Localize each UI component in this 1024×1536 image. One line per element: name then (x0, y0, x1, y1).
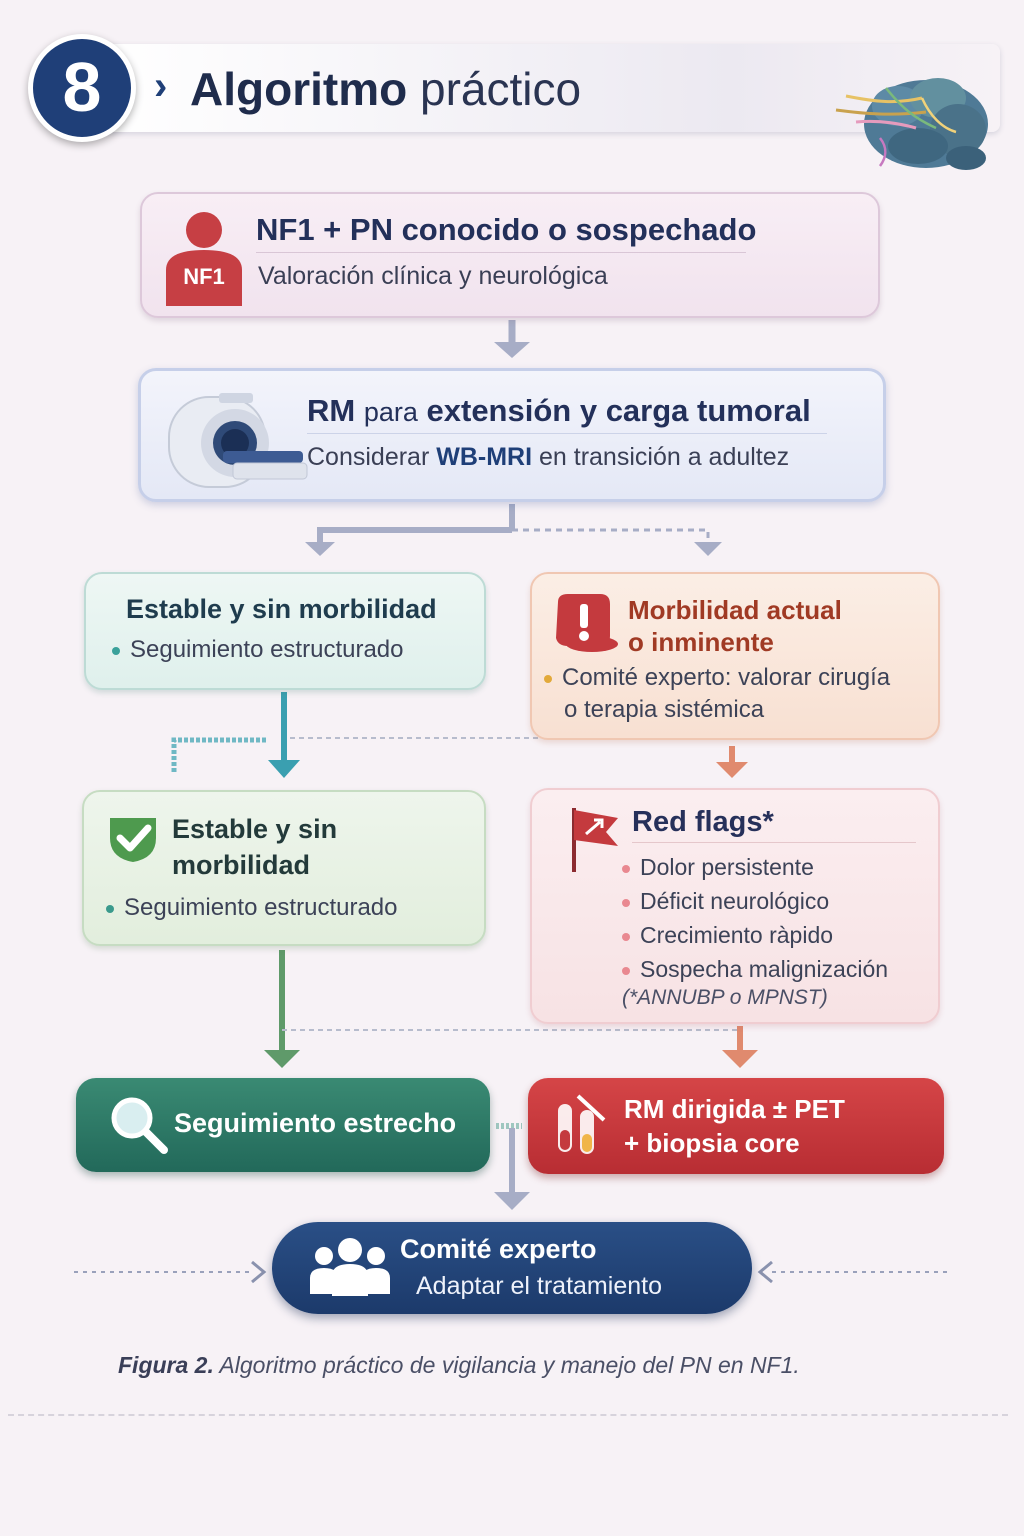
rm-title-light: para (363, 397, 418, 427)
stable2-bullet-text: Seguimiento estructurado (124, 894, 398, 921)
node-nf1-suspected: NF1 NF1 + PN conocido o sospechado Valor… (140, 192, 880, 318)
redflag-item-text: Sospecha malignización (640, 956, 889, 982)
redflag-item-text: Déficit neurológico (640, 888, 830, 914)
rm-subtitle-1: Considerar (307, 443, 430, 471)
caption-label: Figura 2. (118, 1352, 214, 1378)
alert-icon (556, 594, 618, 652)
team-icon (310, 1238, 390, 1296)
redflag-item: Déficit neurológico (622, 888, 829, 915)
bullet-dot (544, 674, 552, 683)
mri-scanner-icon (168, 393, 308, 488)
rm-title: RM para extensión y carga tumoral (307, 393, 811, 429)
node-stable-no-morbidity-2: Estable y sin morbilidad Seguimiento est… (82, 790, 486, 946)
section-number-badge: 8 (28, 34, 136, 142)
close-followup-title: Seguimiento estrecho (174, 1108, 457, 1138)
header-bar (100, 44, 1000, 132)
redflags-footnote: (*ANNUBP o MPNST) (622, 986, 828, 1009)
targeted-rm-line1: RM dirigida ± PET (624, 1094, 845, 1124)
node-close-followup: Seguimiento estrecho (76, 1078, 490, 1172)
rm-title-bold-2: extensión y carga tumoral (426, 393, 811, 428)
morbidity-bullet-line2: o terapia sistémica (564, 696, 765, 723)
morbidity-bullet-line1: Comité experto: valorar cirugía (562, 664, 891, 691)
bullet-dot (622, 966, 630, 975)
arrow-morbidity-redflags (716, 762, 748, 778)
person-nf1-icon (166, 212, 242, 306)
nf1-badge-label: NF1 (183, 264, 225, 289)
redflag-item-text: Dolor persistente (640, 854, 814, 880)
checkmark-shield-icon (110, 818, 156, 862)
figure-caption: Figura 2. Algoritmo práctico de vigilanc… (118, 1352, 800, 1379)
chevron-right-icon: › (154, 64, 168, 108)
redflags-title: Red flags* (632, 806, 774, 838)
morbidity-bullet: Comité experto: valorar cirugía (544, 664, 890, 692)
redflag-item: Dolor persistente (622, 854, 814, 881)
node-current-morbidity: Morbilidad actual o inminente Comité exp… (530, 572, 940, 740)
redflag-item: Crecimiento ràpido (622, 922, 833, 949)
node-stable-no-morbidity: Estable y sin morbilidad Seguimiento est… (84, 572, 486, 690)
title-bold: Algoritmo (190, 63, 408, 115)
rm-subtitle-wbmri: WB-MRI (436, 443, 533, 471)
stable2-bullet: Seguimiento estructurado (106, 894, 398, 922)
committee-title: Comité experto (400, 1234, 597, 1264)
stable1-bullet: Seguimiento estructurado (112, 636, 404, 664)
nf1-subtitle: Valoración clínica y neurológica (258, 262, 608, 290)
redflag-item: Sospecha malignización (622, 956, 888, 983)
stable1-bullet-text: Seguimiento estructurado (130, 636, 404, 663)
title-light: práctico (419, 63, 582, 115)
committee-subtitle: Adaptar el tratamiento (416, 1272, 662, 1300)
bullet-dot (622, 932, 630, 941)
node-targeted-rm-pet: RM dirigida ± PET + biopsia core (528, 1078, 944, 1174)
page-title: Algoritmo práctico (190, 62, 581, 116)
biopsy-tubes-icon (558, 1094, 606, 1154)
redflags-divider (632, 842, 916, 843)
bullet-dot (112, 646, 120, 655)
nerve-brain-illustration (835, 78, 988, 170)
node-red-flags: Red flags* Dolor persistente Déficit neu… (530, 788, 940, 1024)
bottom-divider (8, 1414, 1008, 1416)
arrow-rm-morbidity (512, 528, 710, 546)
stable1-title: Estable y sin morbilidad (126, 594, 437, 624)
bullet-dot (106, 904, 114, 913)
morbidity-title-line1: Morbilidad actual (628, 595, 842, 625)
rm-divider (307, 433, 827, 434)
arrow-redflags-targeted (722, 1050, 758, 1068)
arrow-rm-stable (317, 527, 512, 546)
stable2-title-line1: Estable y sin (172, 814, 338, 844)
node-expert-committee: Comité experto Adaptar el tratamiento (272, 1222, 752, 1314)
rm-subtitle: Considerar WB-MRI en transición a adulte… (307, 443, 789, 472)
rm-title-bold-1: RM (307, 393, 356, 428)
caption-text: Algoritmo práctico de vigilancia y manej… (219, 1352, 800, 1378)
arrowhead-nf1-rm (494, 342, 530, 358)
nf1-title: NF1 + PN conocido o sospechado (256, 212, 757, 247)
node-rm-extension: RM para extensión y carga tumoral Consid… (138, 368, 886, 502)
magnifier-icon (111, 1097, 168, 1154)
bullet-dot (622, 898, 630, 907)
nf1-divider (256, 252, 746, 253)
targeted-rm-line2: + biopsia core (624, 1128, 800, 1158)
morbidity-title-line2: o inminente (628, 627, 774, 657)
red-flag-icon (572, 808, 618, 872)
stable2-title-line2: morbilidad (172, 850, 311, 880)
rm-subtitle-3: en transición a adultez (539, 443, 790, 471)
redflag-item-text: Crecimiento ràpido (640, 922, 834, 948)
bullet-dot (622, 864, 630, 873)
